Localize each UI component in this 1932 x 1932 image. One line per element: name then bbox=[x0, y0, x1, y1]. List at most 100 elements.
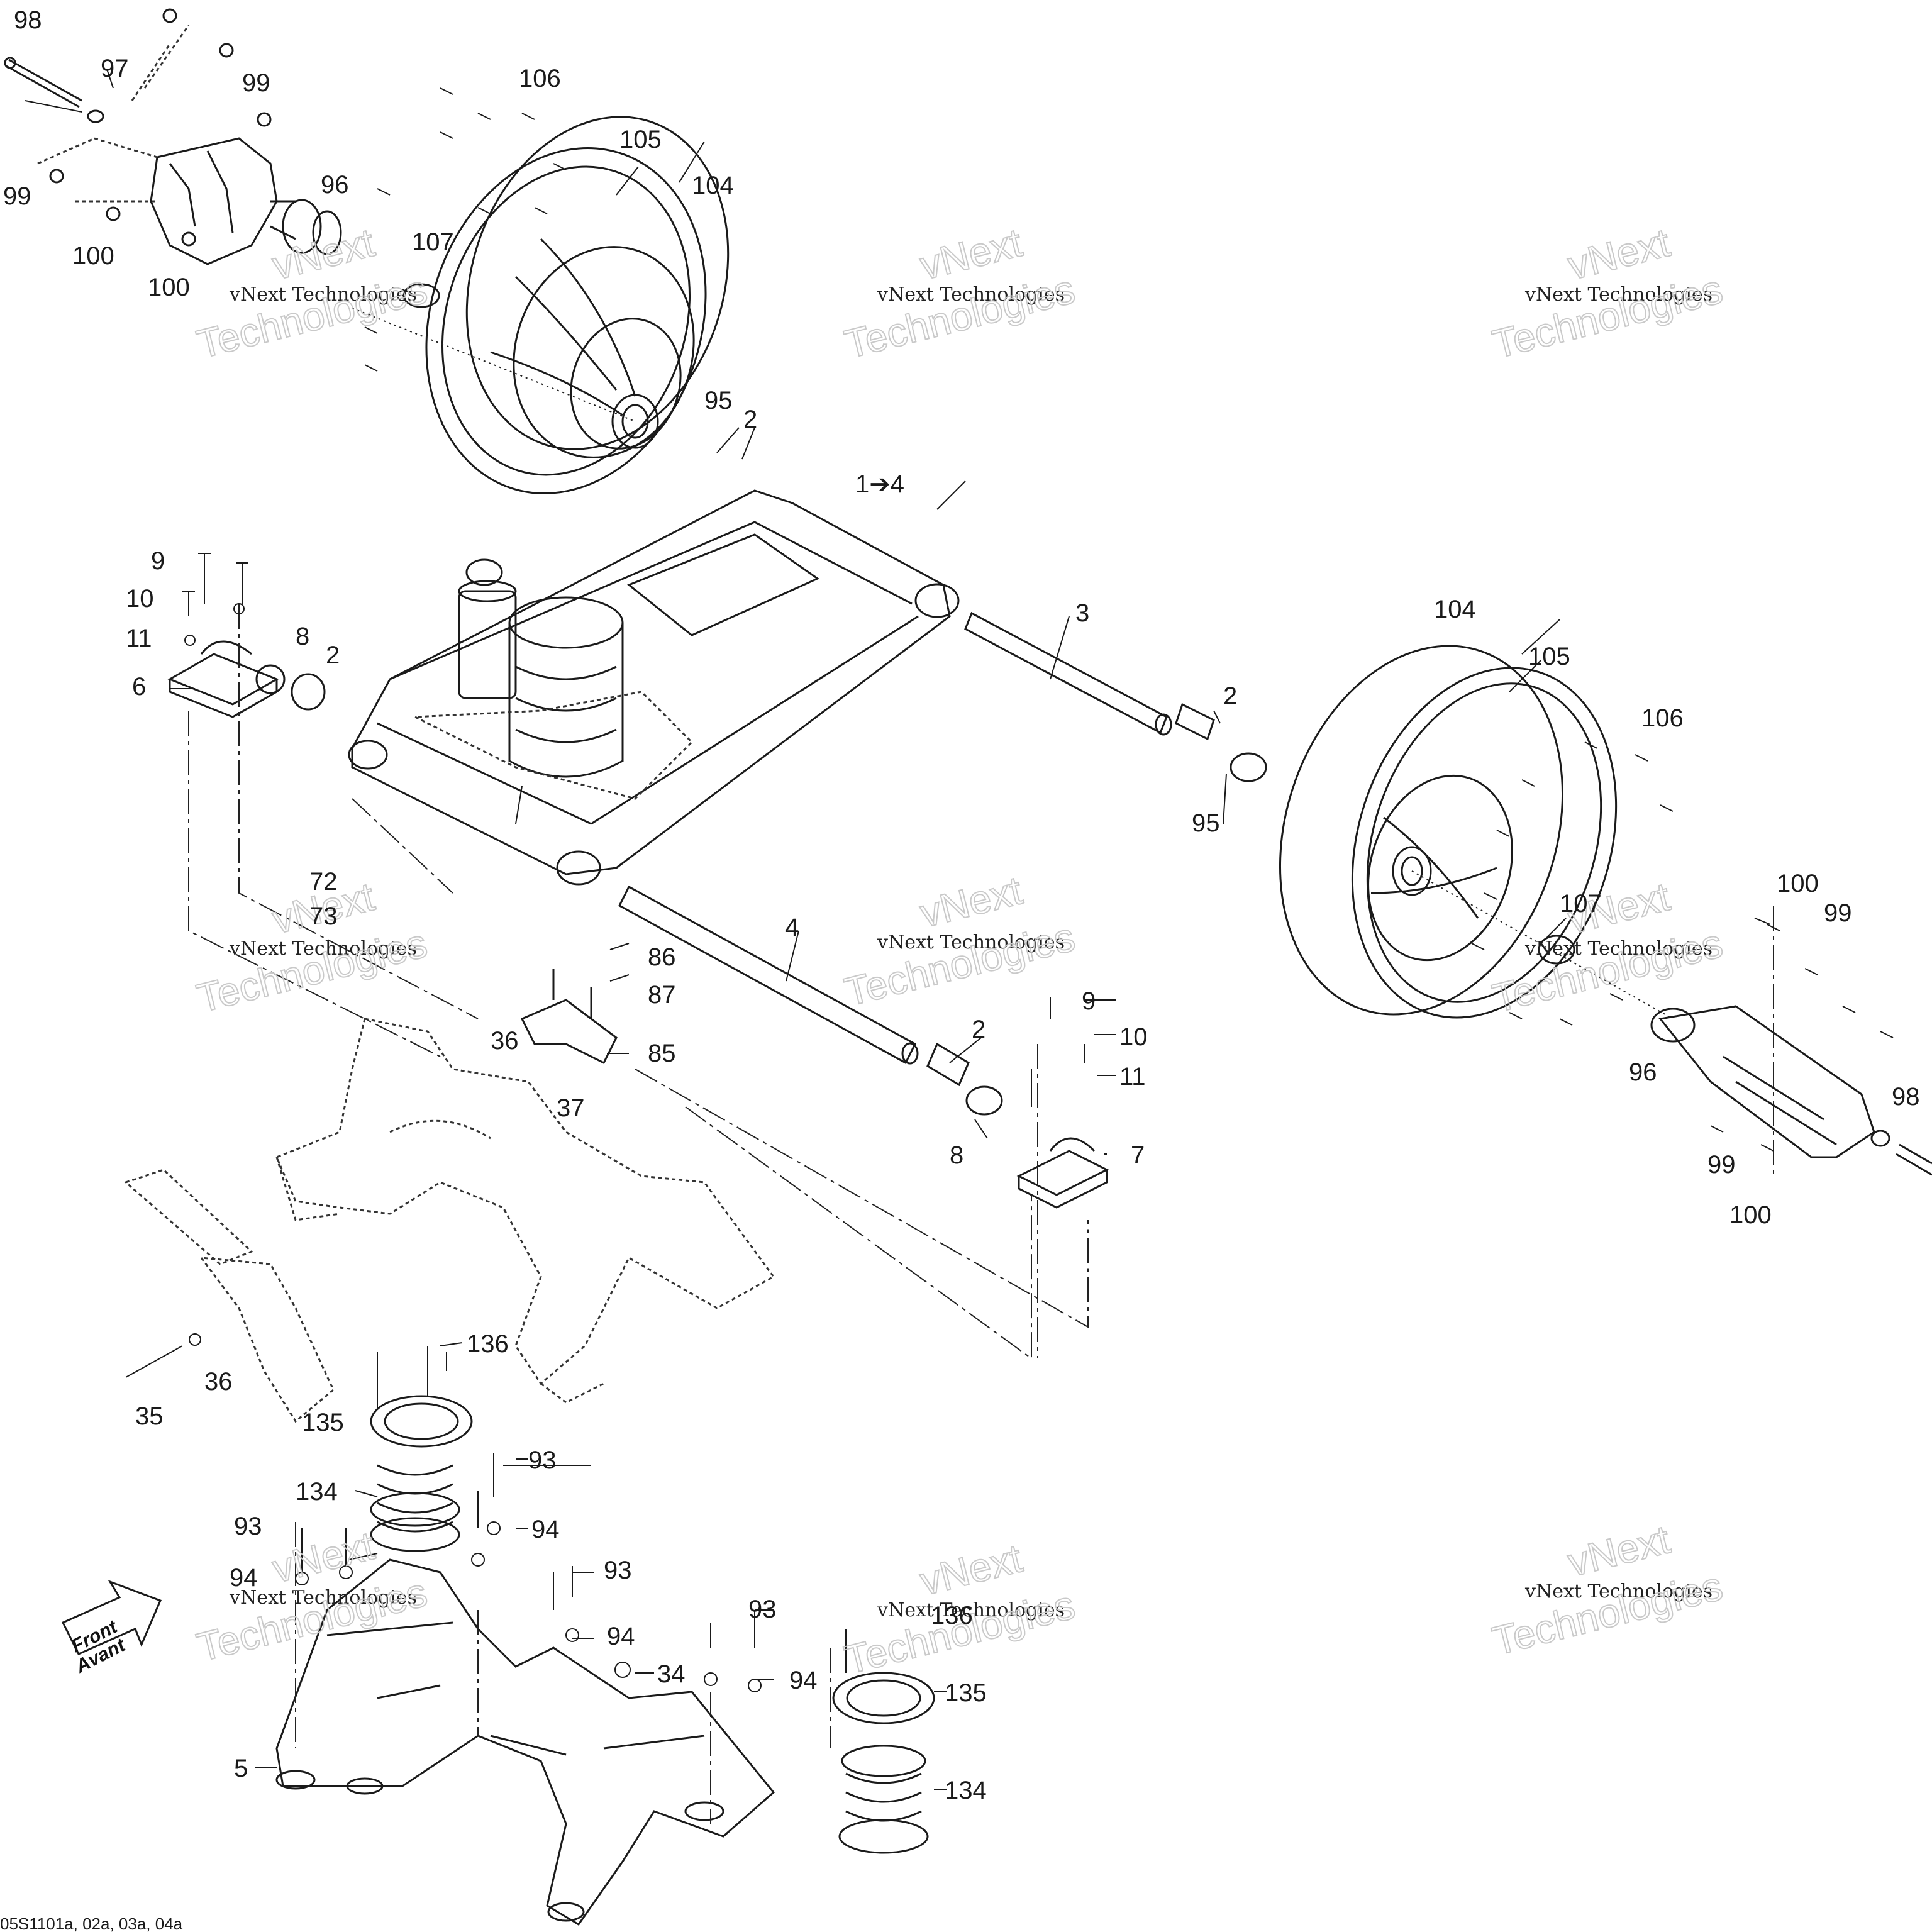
watermark-9: vNext Technologies vNext Technologies bbox=[1487, 1516, 1728, 1664]
callout-2: 2 bbox=[1223, 682, 1237, 710]
callout-106: 106 bbox=[1641, 704, 1684, 732]
callout-99: 99 bbox=[1824, 899, 1852, 927]
svg-text:Technologies: Technologies bbox=[840, 1582, 1079, 1682]
right-bracket-group bbox=[1650, 1005, 1932, 1176]
callout-2: 2 bbox=[326, 641, 340, 669]
callout-98: 98 bbox=[1892, 1083, 1920, 1111]
callout-4: 4 bbox=[785, 914, 799, 941]
watermark-4: vNext Technologies vNext Technologies bbox=[192, 873, 432, 1021]
svg-text:Technologies: Technologies bbox=[1488, 1563, 1727, 1663]
callout-34: 34 bbox=[657, 1660, 686, 1688]
callout-37: 37 bbox=[557, 1094, 585, 1122]
callout-135: 135 bbox=[302, 1409, 344, 1436]
callout-104: 104 bbox=[1434, 596, 1476, 623]
svg-text:vNext: vNext bbox=[268, 219, 379, 288]
callout-93: 93 bbox=[528, 1446, 557, 1474]
svg-text:Technologies: Technologies bbox=[192, 266, 431, 367]
svg-text:vNext: vNext bbox=[1563, 219, 1674, 288]
svg-text:Technologies: Technologies bbox=[840, 914, 1079, 1014]
svg-text:Technologies: Technologies bbox=[192, 920, 431, 1021]
svg-text:vNext Technologies: vNext Technologies bbox=[877, 931, 1065, 953]
bracket-85 bbox=[520, 969, 618, 1065]
svg-text:vNext Technologies: vNext Technologies bbox=[229, 1587, 417, 1609]
assembly-center-lines bbox=[188, 308, 1774, 1824]
callout-135: 135 bbox=[945, 1679, 987, 1707]
upper-drive-wheel bbox=[402, 116, 730, 494]
svg-text:vNext Technologies: vNext Technologies bbox=[877, 1599, 1065, 1621]
svg-text:vNext Technologies: vNext Technologies bbox=[229, 938, 417, 960]
callout-11: 11 bbox=[126, 625, 152, 652]
callout-94: 94 bbox=[230, 1564, 258, 1592]
callout-93: 93 bbox=[234, 1513, 262, 1540]
callout-5: 5 bbox=[234, 1755, 248, 1782]
callout-97: 97 bbox=[101, 55, 129, 82]
callout-99: 99 bbox=[242, 69, 270, 97]
callout-94: 94 bbox=[531, 1516, 560, 1543]
svg-text:vNext Technologies: vNext Technologies bbox=[877, 284, 1065, 306]
callout-98: 98 bbox=[14, 6, 42, 34]
pivot-block-6 bbox=[167, 640, 326, 718]
callout-100: 100 bbox=[1777, 870, 1819, 897]
callout-105: 105 bbox=[619, 126, 662, 153]
callout-10: 10 bbox=[126, 585, 154, 613]
callout-72: 72 bbox=[309, 868, 338, 896]
callout-3: 3 bbox=[1075, 599, 1089, 627]
watermark-2: vNext Technologies vNext Technologies bbox=[840, 219, 1080, 367]
callout-11: 11 bbox=[1119, 1063, 1146, 1091]
watermark-3: vNext Technologies vNext Technologies bbox=[1487, 219, 1728, 367]
callout-86: 86 bbox=[648, 943, 676, 971]
watermark-1: vNext Technologies vNext Technologies bbox=[192, 219, 432, 367]
callout-87: 87 bbox=[648, 981, 676, 1009]
callout-99: 99 bbox=[1707, 1151, 1736, 1179]
callout-36: 36 bbox=[491, 1027, 519, 1055]
callout-labels: 98 97 99 99 106 105 104 96 100 100 107 9… bbox=[3, 6, 1920, 1804]
rear-sub-frame-phantom bbox=[124, 1018, 775, 1423]
spring-isolator-upper bbox=[370, 1395, 473, 1552]
callout-85: 85 bbox=[648, 1040, 676, 1067]
leader-lines bbox=[170, 141, 1771, 1790]
callout-2: 2 bbox=[743, 406, 757, 433]
svg-text:vNext: vNext bbox=[1563, 1516, 1674, 1585]
callout-93: 93 bbox=[748, 1596, 777, 1623]
callout-100: 100 bbox=[148, 274, 190, 301]
drawing-code: 05S1101a, 02a, 03a, 04a bbox=[0, 1914, 183, 1932]
upper-left-bracket-group bbox=[4, 8, 342, 265]
pivot-block-7 bbox=[1016, 1137, 1109, 1209]
callout-96: 96 bbox=[321, 171, 349, 199]
callout-95: 95 bbox=[1192, 809, 1220, 837]
callout-94: 94 bbox=[789, 1667, 818, 1694]
callout-95: 95 bbox=[704, 387, 733, 414]
callout-136: 136 bbox=[467, 1330, 509, 1358]
callout-107: 107 bbox=[1560, 890, 1602, 918]
callout-94: 94 bbox=[607, 1623, 635, 1650]
watermark-6: vNext Technologies vNext Technologies bbox=[1487, 873, 1728, 1021]
callout-35: 35 bbox=[135, 1402, 164, 1430]
callout-9: 9 bbox=[151, 547, 165, 575]
axle-3 bbox=[964, 611, 1267, 782]
callout-100: 100 bbox=[72, 242, 114, 270]
callout-2: 2 bbox=[972, 1016, 985, 1043]
watermark-5: vNext Technologies vNext Technologies bbox=[840, 867, 1080, 1015]
spring-isolator-lower bbox=[832, 1672, 935, 1854]
front-direction-arrow: Front Avant bbox=[61, 1580, 162, 1677]
callout-93: 93 bbox=[604, 1557, 632, 1584]
svg-text:Technologies: Technologies bbox=[192, 1569, 431, 1670]
callout-73: 73 bbox=[309, 902, 338, 930]
callout-134: 134 bbox=[945, 1777, 987, 1804]
callout-9: 9 bbox=[1082, 987, 1096, 1015]
svg-text:vNext: vNext bbox=[916, 867, 1026, 936]
callout-106: 106 bbox=[519, 65, 561, 92]
callout-36: 36 bbox=[204, 1368, 233, 1396]
callout-134: 134 bbox=[296, 1478, 338, 1506]
lower-drive-wheel bbox=[1279, 645, 1618, 1019]
callout-105: 105 bbox=[1528, 643, 1570, 670]
callout-6: 6 bbox=[132, 673, 146, 701]
svg-text:vNext: vNext bbox=[916, 219, 1026, 288]
svg-text:vNext Technologies: vNext Technologies bbox=[1524, 284, 1713, 306]
callout-136: 136 bbox=[931, 1602, 973, 1629]
watermark-7: vNext Technologies vNext Technologies bbox=[192, 1522, 432, 1670]
swing-arm-assembly bbox=[348, 489, 960, 886]
callout-99: 99 bbox=[3, 182, 31, 210]
